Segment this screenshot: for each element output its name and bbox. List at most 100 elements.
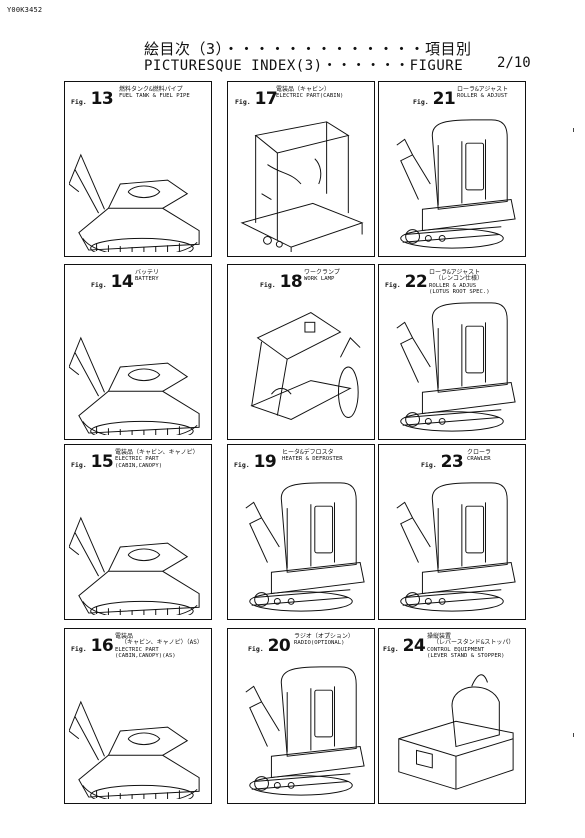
figure-number: 24 (402, 636, 426, 656)
figure-illustration (232, 116, 370, 252)
figure-number: 18 (279, 272, 303, 292)
machine-drawing (69, 700, 200, 799)
figure-illustration (232, 299, 370, 435)
figure-title-english: (LOTUS ROOT SPEC.) (429, 289, 490, 296)
figure-number: 15 (90, 452, 114, 472)
page-title-japanese: 絵目次（3）・・・・・・・・・・・・・項目別 (144, 40, 472, 58)
figure-title-japanese: （レバースタンド&ストッパ） (433, 639, 515, 647)
figure-title-english: BATTERY (135, 276, 159, 283)
figure-word: Fig. (260, 281, 280, 289)
figure-title-english: CRAWLER (467, 456, 491, 463)
figure-number: 21 (432, 89, 456, 109)
figure-title-japanese: クローラ (467, 449, 492, 456)
figure-label: Fig. 16 (71, 636, 114, 656)
figure-word: Fig. (234, 461, 254, 469)
machine-drawing (396, 482, 516, 612)
margin-tick-mark (573, 128, 574, 132)
machine-drawing (69, 153, 200, 252)
figure-label: Fig. 15 (71, 452, 114, 472)
figure-number: 20 (267, 636, 291, 656)
figure-title-block: 電装品（キャビン、キャノピ）ELECTRIC PART(CABIN,CANOPY… (115, 449, 199, 469)
figure-title-japanese: ローラ&アジャスト (457, 86, 509, 93)
figure-word: Fig. (413, 98, 433, 106)
figure-illustration (69, 479, 207, 615)
figure-label: Fig. 20 (248, 636, 291, 656)
figure-title-english: ELECTRIC PART (115, 646, 159, 653)
figure-word: Fig. (91, 281, 111, 289)
figure-label: Fig. 19 (234, 452, 277, 472)
machine-drawing (396, 119, 516, 249)
figure-illustration (383, 479, 521, 615)
figure-title-english: ELECTRIC PART(CABIN) (276, 93, 344, 100)
figure-label: Fig. 14 (91, 272, 134, 292)
figure-label: Fig. 17 (235, 89, 278, 109)
machine-drawing (69, 336, 200, 435)
figure-title-english: (CABIN,CANOPY) (115, 462, 163, 469)
machine-drawing (69, 516, 200, 615)
figure-number: 17 (254, 89, 278, 109)
figure-title-japanese: （レンコン仕様） (435, 275, 484, 283)
figure-illustration (232, 479, 370, 615)
figure-illustration (383, 299, 521, 435)
figure-title-japanese: バッテリ (135, 269, 160, 276)
figure-word: Fig. (421, 461, 441, 469)
figure-title-english: RADIO(OPTIONAL) (294, 640, 345, 647)
figure-illustration (69, 116, 207, 252)
figure-number: 14 (110, 272, 134, 292)
figure-title-block: ラジオ（オプション）RADIO(OPTIONAL) (294, 633, 354, 647)
margin-tick-mark (573, 733, 574, 737)
figure-title-japanese: （キャビン、キャノピ）（AS） (121, 639, 203, 647)
figure-word: Fig. (385, 281, 405, 289)
figure-title-japanese: 電装品（キャビン） (276, 86, 331, 93)
figure-illustration (383, 663, 521, 799)
figure-word: Fig. (235, 98, 255, 106)
figure-title-english: CONTROL EQUIPMENT (427, 646, 485, 653)
page-title-english: PICTURESQUE INDEX(3)・・・・・・FIGURE (144, 58, 464, 74)
machine-drawing (396, 302, 516, 432)
machine-drawing (245, 666, 365, 796)
figure-illustration (232, 663, 370, 799)
figure-title-japanese: ラジオ（オプション） (294, 633, 354, 640)
figure-title-english: ELECTRIC PART (115, 456, 159, 463)
figure-number: 22 (404, 272, 428, 292)
figure-title-japanese: ワークランプ (304, 269, 340, 276)
figure-illustration (69, 663, 207, 799)
figure-title-japanese: 燃料タンク&燃料パイプ (119, 86, 183, 93)
figure-label: Fig. 24 (383, 636, 426, 656)
page-number: 2/10 (497, 55, 531, 71)
document-code: Y00K3452 (7, 6, 43, 14)
figure-title-english: (LEVER STAND & STOPPER) (427, 653, 505, 660)
figure-title-english: WORK LAMP (304, 276, 335, 283)
figure-label: Fig. 22 (385, 272, 428, 292)
figure-title-english: ROLLER & ADJUS (429, 282, 477, 289)
figure-number: 13 (90, 89, 114, 109)
figure-illustration (69, 299, 207, 435)
figure-number: 23 (440, 452, 464, 472)
figure-title-japanese: ヒータ&デフロスタ (282, 449, 334, 456)
figure-word: Fig. (71, 98, 91, 106)
